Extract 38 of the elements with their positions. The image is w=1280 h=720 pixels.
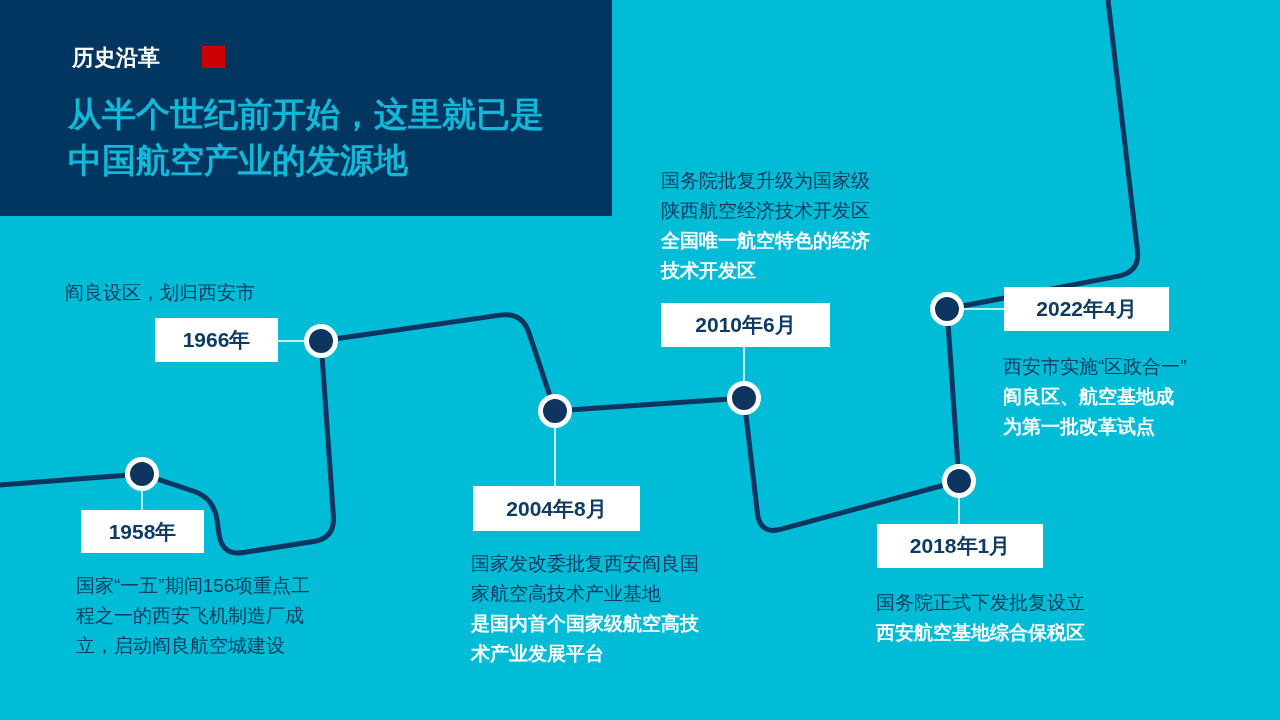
date-box: 1958年 bbox=[81, 510, 204, 553]
timeline-dot bbox=[930, 292, 964, 326]
leader-line bbox=[743, 346, 745, 382]
description-text: 国家发改委批复西安阎良国家航空高技术产业基地 bbox=[471, 552, 700, 606]
leader-line bbox=[963, 308, 1005, 310]
date-box: 1966年 bbox=[155, 318, 278, 362]
date-box: 2018年1月 bbox=[877, 524, 1043, 568]
leader-line bbox=[554, 427, 556, 487]
timeline-path bbox=[571, 396, 728, 413]
timeline-path bbox=[0, 472, 126, 488]
description-text: 西安市实施“区政合一” bbox=[1003, 355, 1188, 379]
section-heading: 历史沿革 bbox=[72, 44, 160, 72]
date-box: 2010年6月 bbox=[661, 303, 830, 347]
leader-line bbox=[141, 490, 143, 511]
date-box: 2022年4月 bbox=[1004, 287, 1169, 331]
timeline-dot bbox=[727, 381, 761, 415]
timeline-dot bbox=[942, 464, 976, 498]
description-text: 国家“一五”期间156项重点工程之一的西安飞机制造厂成立，启动阎良航空城建设 bbox=[76, 574, 312, 658]
leader-line bbox=[277, 340, 305, 342]
timeline-dot bbox=[304, 324, 338, 358]
timeline-dot bbox=[538, 394, 572, 428]
timeline-path bbox=[963, 0, 1141, 309]
date-box: 2004年8月 bbox=[473, 486, 640, 531]
description-text: 阎良设区，划归西安市 bbox=[65, 281, 256, 305]
timeline-path bbox=[337, 312, 552, 396]
description-text: 西安航空基地综合保税区 bbox=[876, 621, 1086, 645]
description-text: 阎良区、航空基地成为第一批改革试点 bbox=[1003, 385, 1175, 439]
description-text: 国务院批复升级为国家级陕西航空经济技术开发区 bbox=[661, 169, 871, 223]
timeline-path bbox=[945, 325, 961, 465]
description-text: 全国唯一航空特色的经济技术开发区 bbox=[661, 229, 871, 283]
title-panel bbox=[0, 0, 612, 216]
description-text: 国务院正式下发批复设立 bbox=[876, 591, 1086, 615]
leader-line bbox=[958, 497, 960, 525]
timeline-path bbox=[157, 357, 336, 556]
timeline-dot bbox=[125, 457, 159, 491]
description-text: 是国内首个国家级航空高技术产业发展平台 bbox=[471, 612, 700, 666]
title-text: 从半个世纪前开始，这里就已是中国航空产业的发源地 bbox=[68, 94, 545, 181]
timeline-path bbox=[743, 414, 944, 533]
